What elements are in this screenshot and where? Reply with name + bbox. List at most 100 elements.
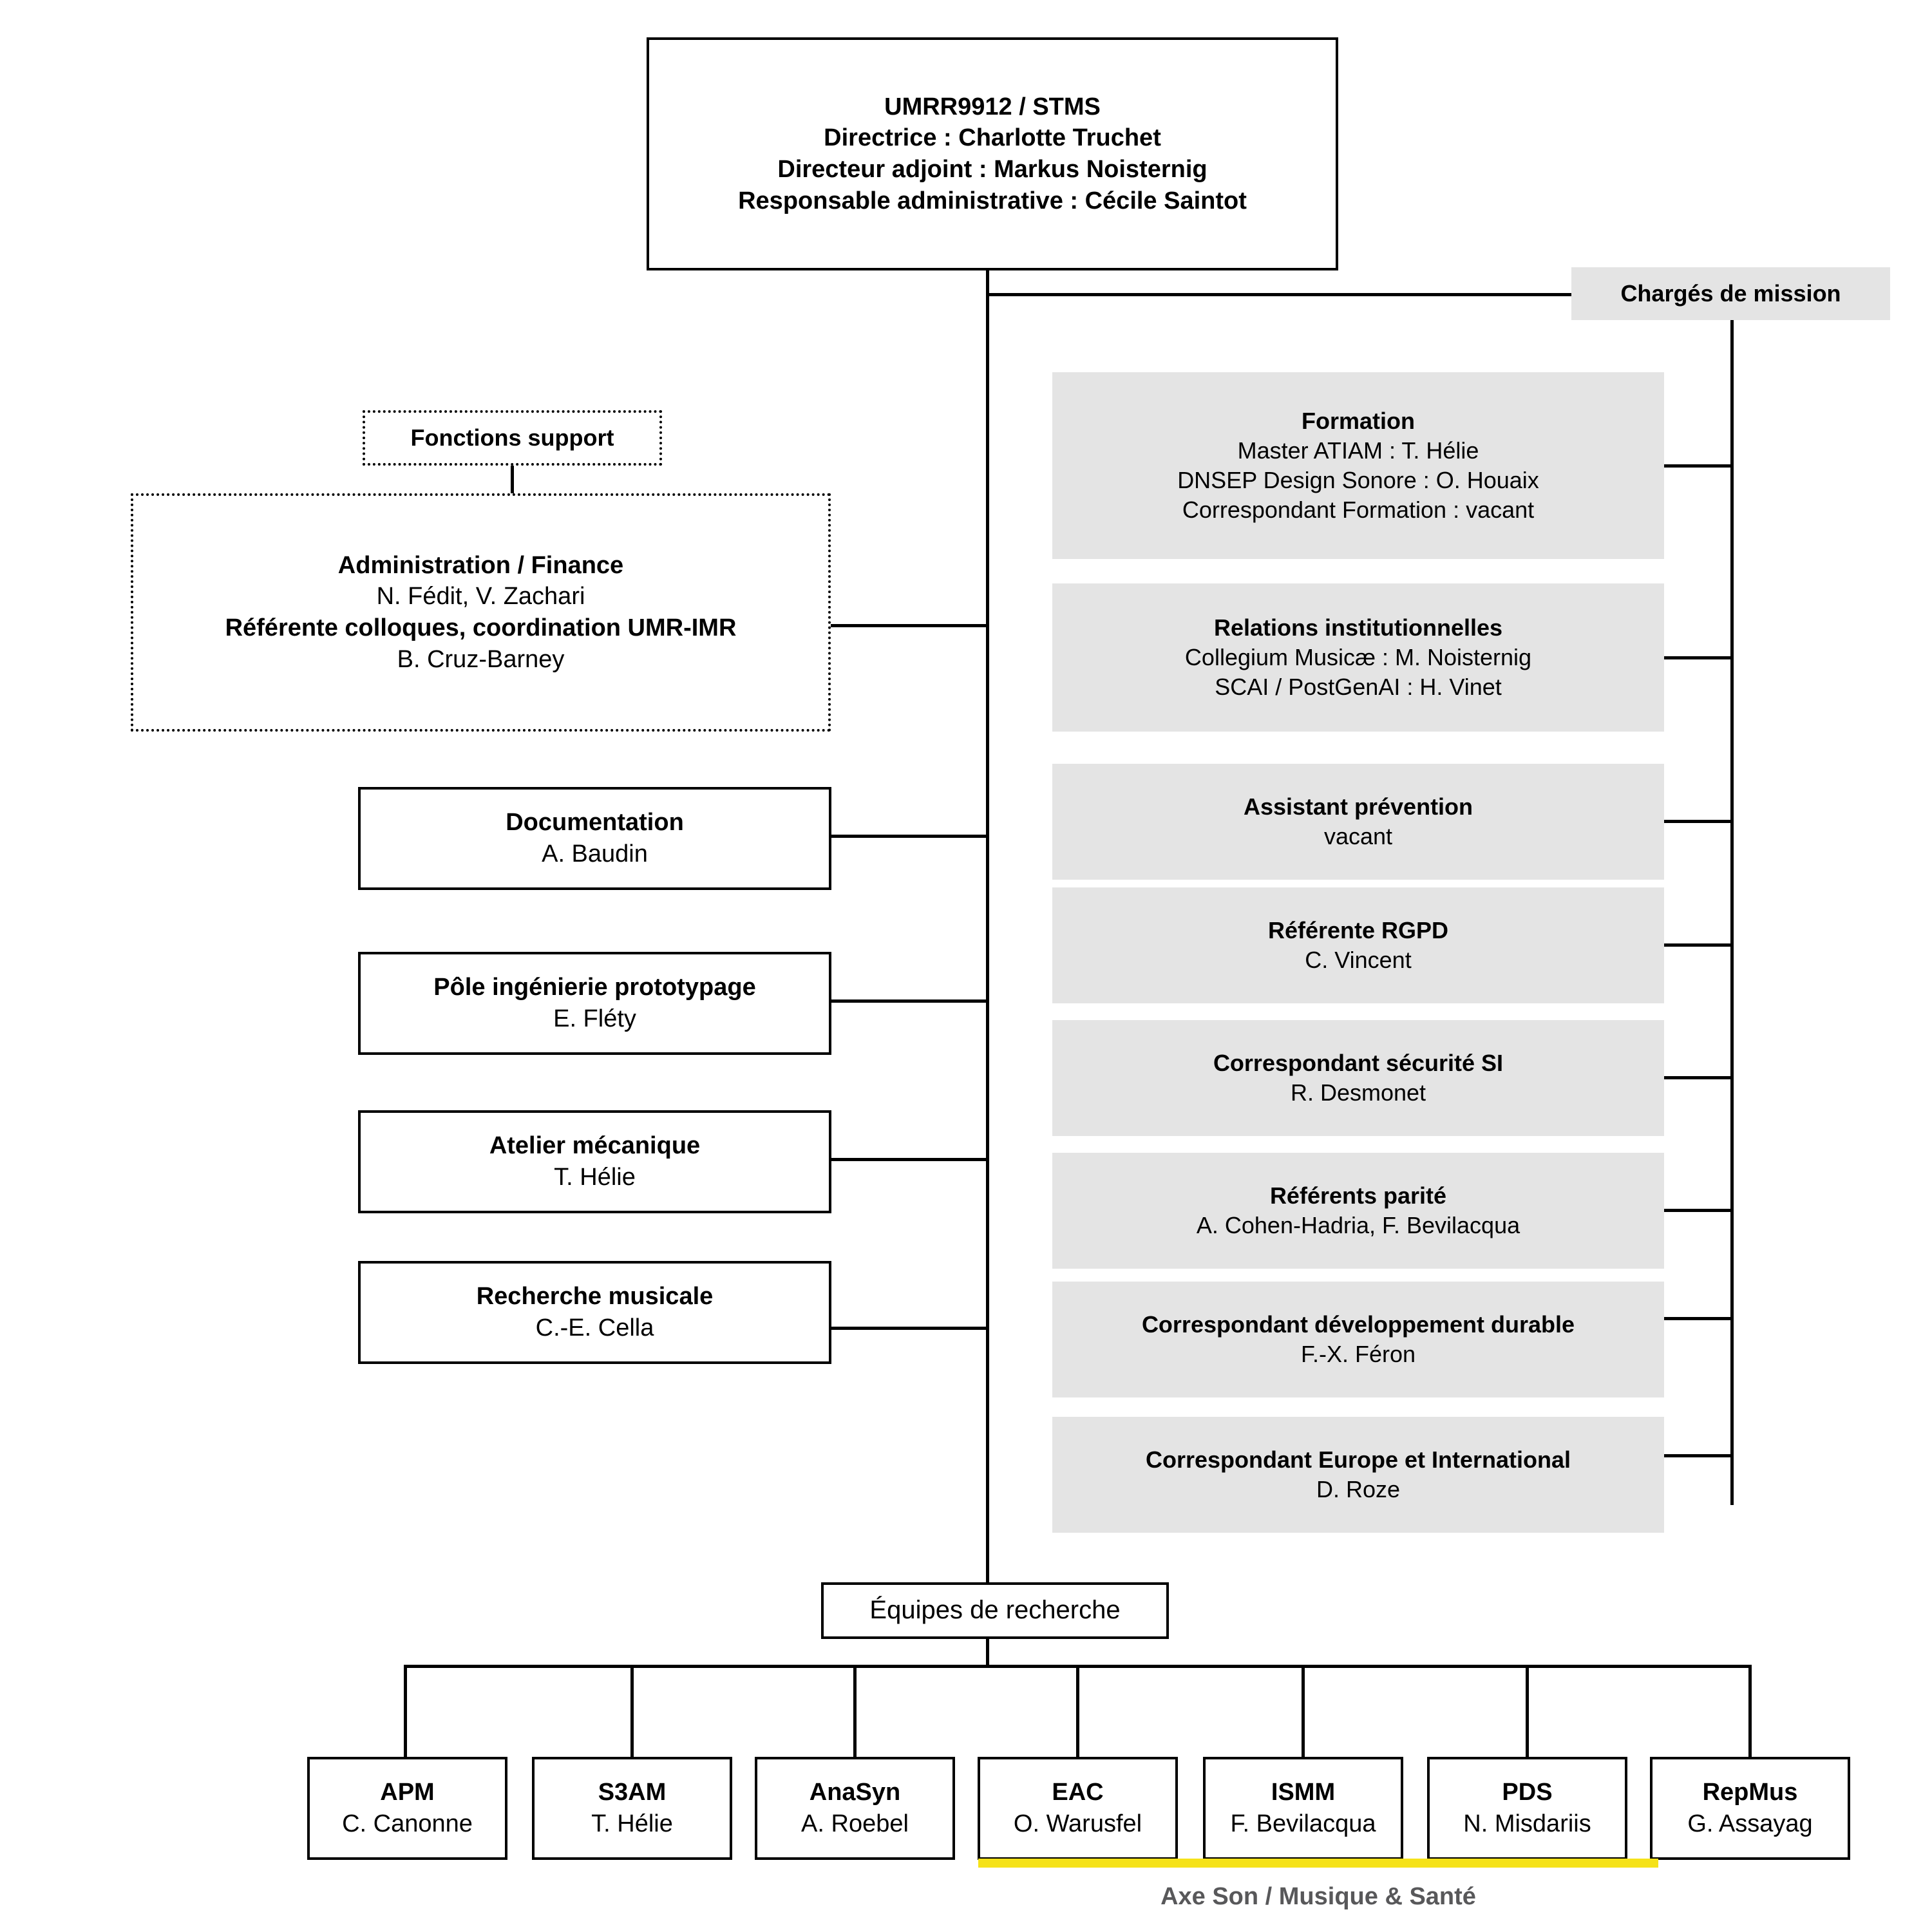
- mission-row-0-2: Correspondant Formation : vacant: [1182, 497, 1535, 524]
- support-header-connector: [511, 466, 514, 494]
- teams-header-label: Équipes de recherche: [869, 1596, 1121, 1625]
- team-box-1[interactable]: S3AM T. Hélie: [532, 1757, 732, 1860]
- support-unit-3[interactable]: Recherche musicale C.-E. Cella: [358, 1261, 831, 1364]
- support-unit-connector-3: [831, 1327, 987, 1330]
- mission-title-0: Formation: [1302, 407, 1415, 434]
- missions-header-label: Chargés de mission: [1620, 279, 1841, 307]
- administration-people: N. Fédit, V. Zachari: [376, 583, 585, 611]
- mission-row-1-1: SCAI / PostGenAI : H. Vinet: [1215, 674, 1502, 701]
- mission-connector-3: [1664, 943, 1734, 947]
- root-line-3: Directeur adjoint : Markus Noisternig: [777, 156, 1208, 183]
- administration-node[interactable]: Administration / Finance N. Fédit, V. Za…: [131, 493, 831, 732]
- support-unit-2[interactable]: Atelier mécanique T. Hélie: [358, 1110, 831, 1213]
- support-header-label: Fonctions support: [410, 424, 614, 451]
- support-unit-connector-0: [831, 835, 987, 838]
- team-drop-0: [404, 1665, 407, 1758]
- mission-box-4[interactable]: Correspondant sécurité SI R. Desmonet: [1052, 1020, 1664, 1136]
- mission-box-6[interactable]: Correspondant développement durable F.-X…: [1052, 1282, 1664, 1397]
- support-unit-person-3: C.-E. Cella: [535, 1314, 654, 1341]
- team-drop-4: [1302, 1665, 1305, 1758]
- mission-box-0[interactable]: Formation Master ATIAM : T. Hélie DNSEP …: [1052, 372, 1664, 559]
- mission-title-2: Assistant prévention: [1243, 793, 1473, 820]
- team-box-6[interactable]: RepMus G. Assayag: [1650, 1757, 1850, 1860]
- mission-connector-5: [1664, 1209, 1734, 1212]
- team-drop-6: [1748, 1665, 1752, 1758]
- administration-role: Référente colloques, coordination UMR-IM…: [225, 614, 737, 641]
- mission-title-4: Correspondant sécurité SI: [1213, 1049, 1504, 1076]
- support-unit-title-1: Pôle ingénierie prototypage: [433, 974, 756, 1001]
- team-name-3: EAC: [1052, 1779, 1104, 1806]
- root-line-4: Responsable administrative : Cécile Sain…: [738, 187, 1247, 214]
- mission-row-5-0: A. Cohen-Hadria, F. Bevilacqua: [1196, 1212, 1520, 1238]
- mission-title-5: Référents parité: [1269, 1182, 1447, 1209]
- team-lead-3: O. Warusfel: [1013, 1810, 1142, 1837]
- missions-header[interactable]: Chargés de mission: [1571, 267, 1890, 320]
- mission-row-0-1: DNSEP Design Sonore : O. Houaix: [1177, 467, 1539, 493]
- team-name-0: APM: [380, 1779, 435, 1806]
- mission-box-7[interactable]: Correspondant Europe et International D.…: [1052, 1417, 1664, 1533]
- support-header[interactable]: Fonctions support: [363, 410, 662, 466]
- mission-connector-6: [1664, 1317, 1734, 1320]
- support-unit-1[interactable]: Pôle ingénierie prototypage E. Fléty: [358, 952, 831, 1055]
- team-drop-1: [630, 1665, 634, 1758]
- mission-box-2[interactable]: Assistant prévention vacant: [1052, 764, 1664, 880]
- team-name-1: S3AM: [598, 1779, 667, 1806]
- teams-header[interactable]: Équipes de recherche: [821, 1582, 1169, 1639]
- support-unit-person-1: E. Fléty: [553, 1005, 636, 1032]
- mission-title-1: Relations institutionnelles: [1213, 614, 1503, 641]
- team-box-4[interactable]: ISMM F. Bevilacqua: [1203, 1757, 1403, 1860]
- mission-row-0-0: Master ATIAM : T. Hélie: [1237, 437, 1479, 464]
- missions-vertical-bus: [1730, 320, 1734, 1505]
- team-drop-3: [1076, 1665, 1079, 1758]
- team-lead-5: N. Misdariis: [1463, 1810, 1591, 1837]
- mission-row-4-0: R. Desmonet: [1290, 1079, 1426, 1106]
- mission-row-7-0: D. Roze: [1316, 1476, 1401, 1502]
- team-lead-6: G. Assayag: [1687, 1810, 1813, 1837]
- support-unit-title-3: Recherche musicale: [476, 1283, 714, 1311]
- root-line-2: Directrice : Charlotte Truchet: [824, 124, 1161, 152]
- administration-title: Administration / Finance: [337, 551, 624, 579]
- support-unit-title-2: Atelier mécanique: [489, 1132, 701, 1160]
- team-name-6: RepMus: [1702, 1779, 1798, 1806]
- mission-row-6-0: F.-X. Féron: [1300, 1341, 1416, 1367]
- team-box-3[interactable]: EAC O. Warusfel: [978, 1757, 1178, 1860]
- root-node[interactable]: UMRR9912 / STMS Directrice : Charlotte T…: [647, 37, 1338, 270]
- team-lead-0: C. Canonne: [342, 1810, 473, 1837]
- mission-box-3[interactable]: Référente RGPD C. Vincent: [1052, 887, 1664, 1003]
- mission-connector-7: [1664, 1454, 1734, 1457]
- mission-box-5[interactable]: Référents parité A. Cohen-Hadria, F. Bev…: [1052, 1153, 1664, 1269]
- mission-box-1[interactable]: Relations institutionnelles Collegium Mu…: [1052, 583, 1664, 732]
- team-box-5[interactable]: PDS N. Misdariis: [1427, 1757, 1627, 1860]
- axis-highlight-bar: [978, 1859, 1658, 1868]
- support-unit-connector-1: [831, 999, 987, 1003]
- mission-connector-0: [1664, 464, 1734, 468]
- team-box-0[interactable]: APM C. Canonne: [307, 1757, 507, 1860]
- team-lead-4: F. Bevilacqua: [1230, 1810, 1376, 1837]
- team-name-5: PDS: [1502, 1779, 1553, 1806]
- trunk-to-missions-header: [986, 293, 1571, 296]
- administration-connector: [831, 624, 987, 627]
- mission-connector-1: [1664, 656, 1734, 659]
- mission-title-7: Correspondant Europe et International: [1145, 1446, 1571, 1473]
- mission-row-3-0: C. Vincent: [1305, 947, 1412, 973]
- mission-row-1-0: Collegium Musicæ : M. Noisternig: [1184, 643, 1532, 670]
- mission-connector-2: [1664, 820, 1734, 823]
- team-drop-5: [1526, 1665, 1529, 1758]
- administration-role-person: B. Cruz-Barney: [397, 645, 565, 673]
- root-line-1: UMRR9912 / STMS: [884, 93, 1101, 120]
- team-drop-2: [853, 1665, 857, 1758]
- mission-title-3: Référente RGPD: [1267, 916, 1449, 943]
- team-box-2[interactable]: AnaSyn A. Roebel: [755, 1757, 955, 1860]
- mission-row-2-0: vacant: [1323, 823, 1393, 849]
- mission-connector-4: [1664, 1076, 1734, 1079]
- team-lead-1: T. Hélie: [591, 1810, 673, 1837]
- team-name-2: AnaSyn: [809, 1779, 901, 1806]
- axis-label: Axe Son / Musique & Santé: [1160, 1883, 1476, 1910]
- support-unit-person-0: A. Baudin: [542, 840, 648, 867]
- teams-header-drop: [986, 1639, 989, 1666]
- trunk-vertical-main: [986, 270, 989, 1597]
- mission-title-6: Correspondant développement durable: [1141, 1311, 1575, 1338]
- team-lead-2: A. Roebel: [801, 1810, 909, 1837]
- support-unit-0[interactable]: Documentation A. Baudin: [358, 787, 831, 890]
